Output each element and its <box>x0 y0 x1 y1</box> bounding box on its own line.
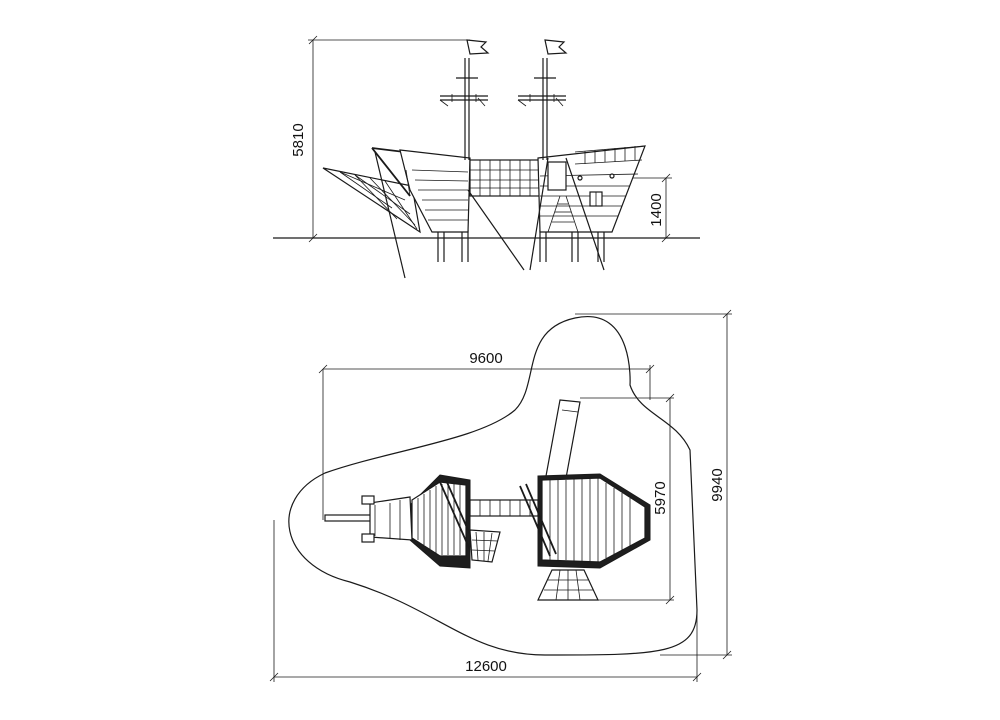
platform-height-dimension: 1400 <box>610 173 672 243</box>
platform-height-label: 1400 <box>648 193 665 226</box>
ship-width-label: 5970 <box>652 481 669 514</box>
rear-deck <box>541 477 646 563</box>
area-depth-label: 9940 <box>709 468 726 501</box>
bridge-net <box>469 159 541 197</box>
ship-length-label: 9600 <box>469 350 502 367</box>
front-mast <box>439 39 490 160</box>
rear-flag-icon <box>544 39 568 55</box>
length-dimension: 9600 <box>318 350 655 520</box>
safety-area-outline <box>288 315 698 656</box>
ship-side-view <box>322 39 646 279</box>
area-width-dimension: 12600 <box>269 520 702 682</box>
rear-mast <box>517 39 568 160</box>
bow-net <box>322 167 421 234</box>
depth-dimension: 9940 <box>575 309 732 660</box>
plan-view: 9600 5970 9940 12600 <box>269 309 732 682</box>
side-elevation: 5810 1400 <box>273 35 700 279</box>
ship-plan <box>324 399 651 601</box>
front-flag-icon <box>466 39 490 55</box>
area-width-label: 12600 <box>465 658 507 675</box>
total-height-label: 5810 <box>290 123 307 156</box>
height-dimension: 5810 <box>290 35 470 243</box>
